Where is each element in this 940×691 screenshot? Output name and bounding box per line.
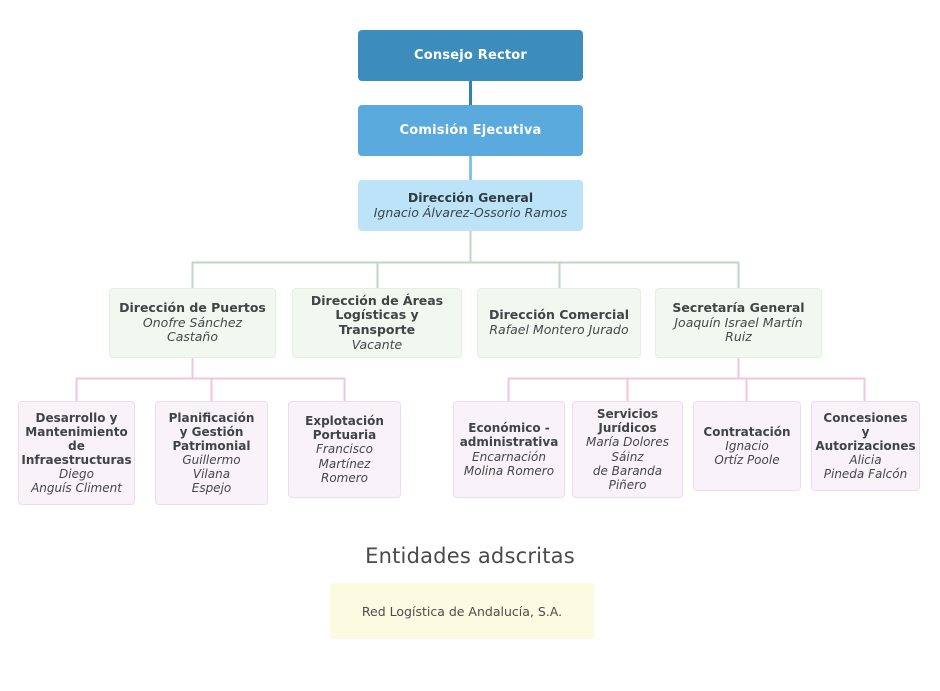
node-direccion-general[interactable]: Dirección General Ignacio Álvarez-Ossori… xyxy=(358,180,583,231)
node-title: Dirección General xyxy=(407,189,534,205)
node-person: Vacante xyxy=(351,336,403,352)
node-title: Secretaría General xyxy=(672,299,805,315)
node-direccion-de-puertos[interactable]: Dirección de Puertos Onofre Sánchez Cast… xyxy=(109,288,276,358)
entidades-adscritas-heading: Entidades adscritas xyxy=(365,544,575,568)
node-person: Rafael Montero Jurado xyxy=(489,322,629,337)
node-title: Dirección de Puertos xyxy=(119,299,266,315)
node-title: Dirección Comercial xyxy=(488,307,630,323)
node-comision-ejecutiva[interactable]: Comisión Ejecutiva xyxy=(358,105,583,156)
node-secretaria-general[interactable]: Secretaría General Joaquín Israel Martín… xyxy=(655,288,822,358)
node-title: Económico -administrativa xyxy=(459,421,559,450)
node-direccion-comercial[interactable]: Dirección Comercial Rafael Montero Jurad… xyxy=(477,288,641,358)
node-title: Comisión Ejecutiva xyxy=(399,122,542,138)
entity-red-logistica-de-andalucia[interactable]: Red Logística de Andalucía, S.A. xyxy=(330,583,594,639)
node-person: Ignacio Álvarez-Ossorio Ramos xyxy=(373,204,568,220)
node-title: Contratación xyxy=(703,424,791,439)
node-person: Joaquín Israel Martín Ruiz xyxy=(674,314,803,345)
entity-label: Red Logística de Andalucía, S.A. xyxy=(361,603,563,619)
node-person: Onofre Sánchez Castaño xyxy=(142,314,243,345)
node-title: Consejo Rector xyxy=(413,47,528,63)
node-consejo-rector[interactable]: Consejo Rector xyxy=(358,30,583,81)
